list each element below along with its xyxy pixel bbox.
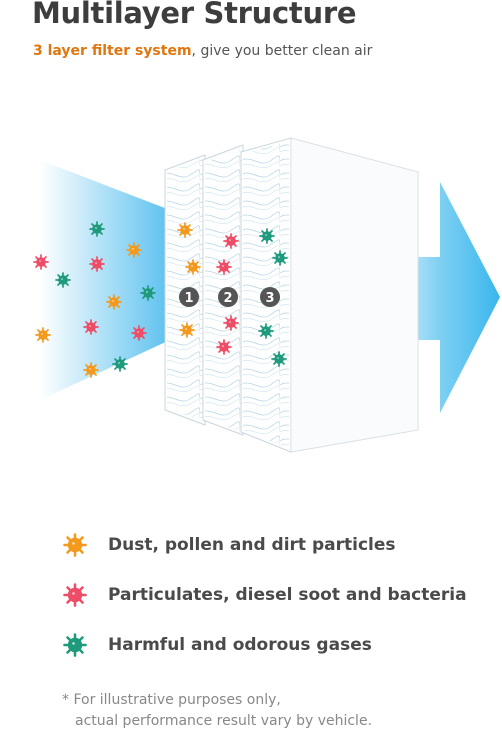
legend-label-dust: Dust, pollen and dirt particles	[108, 535, 396, 555]
bacteria-particle-icon	[63, 583, 87, 607]
footnote-line-1: * For illustrative purposes only,	[62, 692, 281, 708]
layer-number-3: 3	[265, 291, 274, 306]
layer-number-2: 2	[223, 291, 232, 306]
footnote: * For illustrative purposes only, actual…	[62, 690, 372, 732]
legend-item-bacteria: Particulates, diesel soot and bacteria	[60, 570, 467, 620]
bacteria-particle-icon	[216, 339, 232, 355]
legend-label-gases: Harmful and odorous gases	[108, 635, 372, 655]
subtitle-highlight: 3 layer filter system	[33, 43, 192, 59]
bacteria-particle-icon	[131, 325, 147, 341]
bacteria-particle-icon	[83, 319, 99, 335]
gas-particle-icon	[89, 221, 105, 237]
dust-particle-icon	[106, 294, 122, 310]
dust-particle-icon	[83, 362, 99, 378]
gas-particle-icon	[112, 356, 128, 372]
gas-particle-icon	[140, 285, 156, 301]
subtitle: 3 layer filter system, give you better c…	[33, 43, 372, 59]
subtitle-rest: , give you better clean air	[191, 43, 373, 59]
legend-label-bacteria: Particulates, diesel soot and bacteria	[108, 585, 467, 605]
layer-badge-1: 1	[179, 287, 199, 307]
gas-particle-icon	[271, 351, 287, 367]
gas-particle-icon	[55, 272, 71, 288]
bacteria-particle-icon	[33, 254, 49, 270]
bacteria-particle-icon	[223, 315, 239, 331]
bacteria-particle-icon	[223, 233, 239, 249]
dust-particle-icon	[63, 533, 87, 557]
bacteria-particle-icon	[216, 259, 232, 275]
incoming-air-stream	[40, 160, 170, 400]
gas-particle-icon	[63, 633, 87, 657]
legend-item-gases: Harmful and odorous gases	[60, 620, 467, 670]
page-title: Multilayer Structure	[32, 0, 357, 30]
filter-back-panel	[290, 137, 419, 453]
bacteria-particle-icon	[89, 256, 105, 272]
gas-particle-icon	[259, 228, 275, 244]
legend-item-dust: Dust, pollen and dirt particles	[60, 520, 467, 570]
gas-particle-icon	[258, 323, 274, 339]
dust-particle-icon	[177, 222, 193, 238]
dust-particle-icon	[35, 327, 51, 343]
dust-particle-icon	[185, 259, 201, 275]
layer-number-1: 1	[184, 291, 193, 306]
filter-diagram: 1 2 3	[33, 137, 500, 453]
layer-badge-3: 3	[260, 287, 280, 307]
layer-badge-2: 2	[218, 287, 238, 307]
footnote-line-2: actual performance result vary by vehicl…	[75, 713, 373, 729]
clean-air-arrow	[366, 182, 500, 413]
dust-particle-icon	[126, 242, 142, 258]
legend: Dust, pollen and dirt particles Particul…	[60, 520, 467, 670]
gas-particle-icon	[272, 250, 288, 266]
dust-particle-icon	[179, 322, 195, 338]
